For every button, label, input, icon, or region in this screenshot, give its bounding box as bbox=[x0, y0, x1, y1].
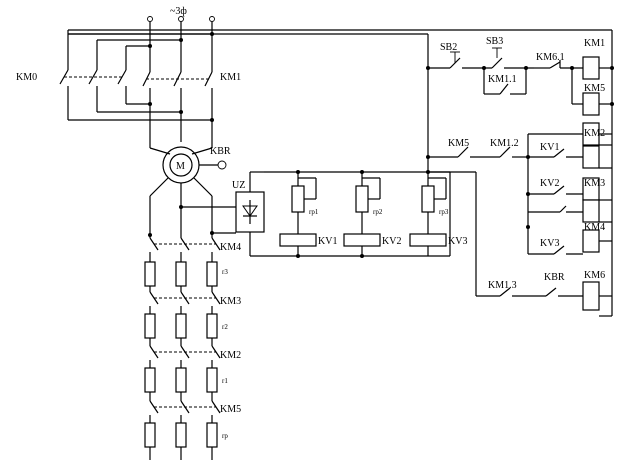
kv2-contact-label: KV2 bbox=[540, 178, 559, 189]
uz-label: UZ bbox=[232, 180, 245, 191]
km3-label: KM3 bbox=[220, 296, 241, 307]
km0-label: KM0 bbox=[16, 72, 37, 83]
coil-km4-label: KM4 bbox=[584, 222, 605, 233]
km1-1-label: KM1.1 bbox=[488, 74, 517, 85]
pot3-label: rр3 bbox=[439, 208, 449, 216]
uz-rectifier: UZ bbox=[232, 180, 265, 233]
kv1-coil-label: KV1 bbox=[318, 236, 337, 247]
rotor-lines bbox=[148, 177, 236, 460]
km4-label: KM4 bbox=[220, 242, 241, 253]
r3-label: r3 bbox=[222, 268, 228, 276]
coil-km3-label: KM3 bbox=[584, 178, 605, 189]
kv3-contact-label: KV3 bbox=[540, 238, 559, 249]
r2-label: r2 bbox=[222, 323, 228, 331]
rotor-resistor-stages bbox=[144, 237, 221, 448]
motor-label: M bbox=[176, 161, 185, 172]
coil-km5-label: KM5 bbox=[584, 83, 605, 94]
pot2-label: rр2 bbox=[373, 208, 383, 216]
coil-km6-label: KM6 bbox=[584, 270, 605, 281]
kbr-contact-label: KBR bbox=[544, 272, 565, 283]
relay-block bbox=[249, 170, 451, 258]
kv1-contact-label: KV1 bbox=[540, 142, 559, 153]
supply-label: ~3ф bbox=[170, 6, 187, 17]
km2-label: KM2 bbox=[220, 350, 241, 361]
sb2-label: SB2 bbox=[440, 42, 457, 53]
r1-label: r1 bbox=[222, 377, 228, 385]
km6-1-label: KM6.1 bbox=[536, 52, 565, 63]
supply-terminals: ~3ф bbox=[147, 6, 215, 22]
kv2-coil-label: KV2 bbox=[382, 236, 401, 247]
brake-label: KBR bbox=[210, 146, 231, 157]
power-lines bbox=[59, 22, 214, 155]
km5-ctrl-label: KM5 bbox=[448, 138, 469, 149]
sb3-label: SB3 bbox=[486, 36, 503, 47]
coil-km2-label: KM2 bbox=[584, 128, 605, 139]
pot1-label: rр1 bbox=[309, 208, 319, 216]
kv3-coil-label: KV3 bbox=[448, 236, 467, 247]
km1-2-label: KM1.2 bbox=[490, 138, 519, 149]
km1-3-label: KM1.3 bbox=[488, 280, 517, 291]
rp-label: rр bbox=[222, 432, 228, 440]
km5-label: KM5 bbox=[220, 404, 241, 415]
control-circuit bbox=[67, 29, 614, 317]
km1-label: KM1 bbox=[220, 72, 241, 83]
coil-km1-label: KM1 bbox=[584, 38, 605, 49]
motor: M KBR bbox=[162, 146, 231, 184]
